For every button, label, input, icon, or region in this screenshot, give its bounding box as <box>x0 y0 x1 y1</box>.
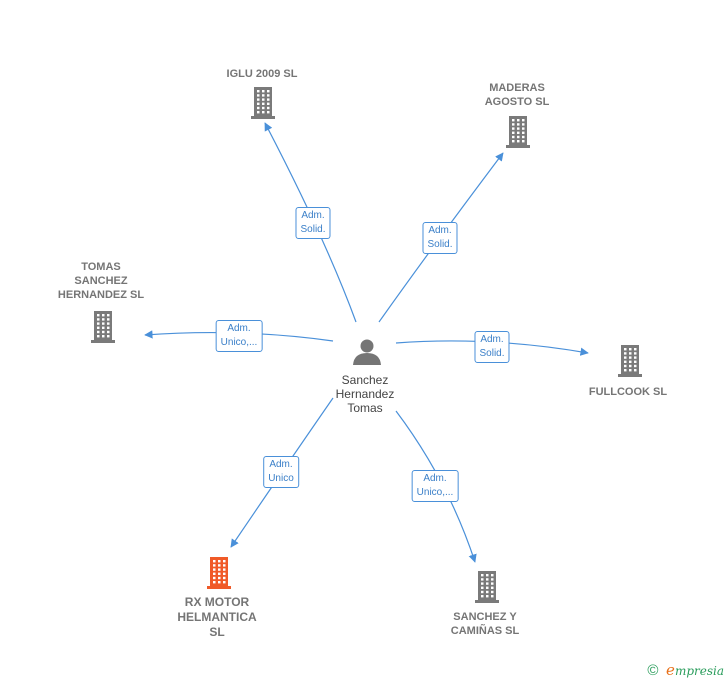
footer-brand: © empresia <box>647 661 724 679</box>
edge-label-iglu[interactable]: Adm.Solid. <box>295 207 331 239</box>
building-icon-rxmotor[interactable] <box>207 557 231 589</box>
copyright-symbol: © <box>647 662 659 679</box>
building-icon-sanchez[interactable] <box>475 571 499 603</box>
person-icon[interactable] <box>353 339 381 366</box>
edge-label-maderas[interactable]: Adm.Solid. <box>422 222 458 254</box>
company-label-fullcook[interactable]: FULLCOOK SL <box>588 386 668 398</box>
building-icon-iglu[interactable] <box>251 87 275 119</box>
edge-label-tomas[interactable]: Adm.Unico,... <box>215 320 263 352</box>
edge-label-sanchez[interactable]: Adm.Unico,... <box>411 470 459 502</box>
company-label-iglu[interactable]: IGLU 2009 SL <box>226 68 298 80</box>
building-icon-maderas[interactable] <box>506 116 530 148</box>
edge-label-rxmotor[interactable]: Adm.Unico <box>263 456 299 488</box>
building-icon-tomas[interactable] <box>91 311 115 343</box>
empresia-logo[interactable]: empresia <box>666 661 724 679</box>
nodes-layer <box>91 87 642 603</box>
building-icon-fullcook[interactable] <box>618 345 642 377</box>
edge-label-fullcook[interactable]: Adm.Solid. <box>474 331 510 363</box>
